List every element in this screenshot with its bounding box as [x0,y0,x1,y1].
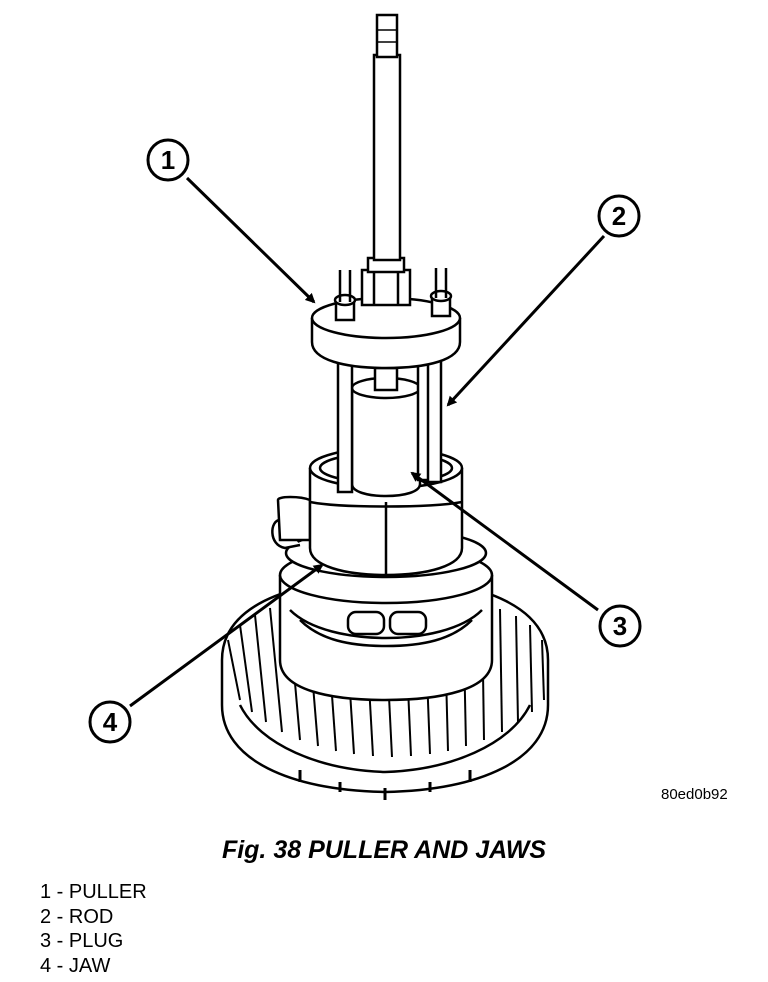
legend-item-jaw: 4 - JAW [40,954,111,977]
image-code: 80ed0b92 [661,786,728,803]
legend-item-puller: 1 - PULLER [40,881,147,903]
leader-lines [129,176,606,708]
svg-text:2: 2 [612,201,626,231]
callout-3: 3 [598,604,642,648]
callout-2: 2 [597,194,641,238]
legend-item-plug: 3 - PLUG [40,930,124,952]
svg-text:3: 3 [613,611,627,641]
svg-text:4: 4 [103,707,118,737]
svg-text:1: 1 [161,145,175,175]
puller-plate [310,268,462,370]
callout-4: 4 [88,700,132,744]
center-screw [360,13,412,307]
callout-1: 1 [146,138,190,182]
legend: 1 - PULLER 2 - ROD 3 - PLUG 4 - JAW [40,880,147,978]
plug [350,366,422,498]
legend-item-rod: 2 - ROD [40,905,114,928]
figure-caption: Fig. 38 PULLER AND JAWS [221,836,547,864]
leader-jaw [129,563,324,708]
leader-puller [185,176,316,304]
puller-illustration: 1 2 3 4 [88,13,642,800]
leader-rod [446,234,606,407]
leader-plug [410,471,599,612]
